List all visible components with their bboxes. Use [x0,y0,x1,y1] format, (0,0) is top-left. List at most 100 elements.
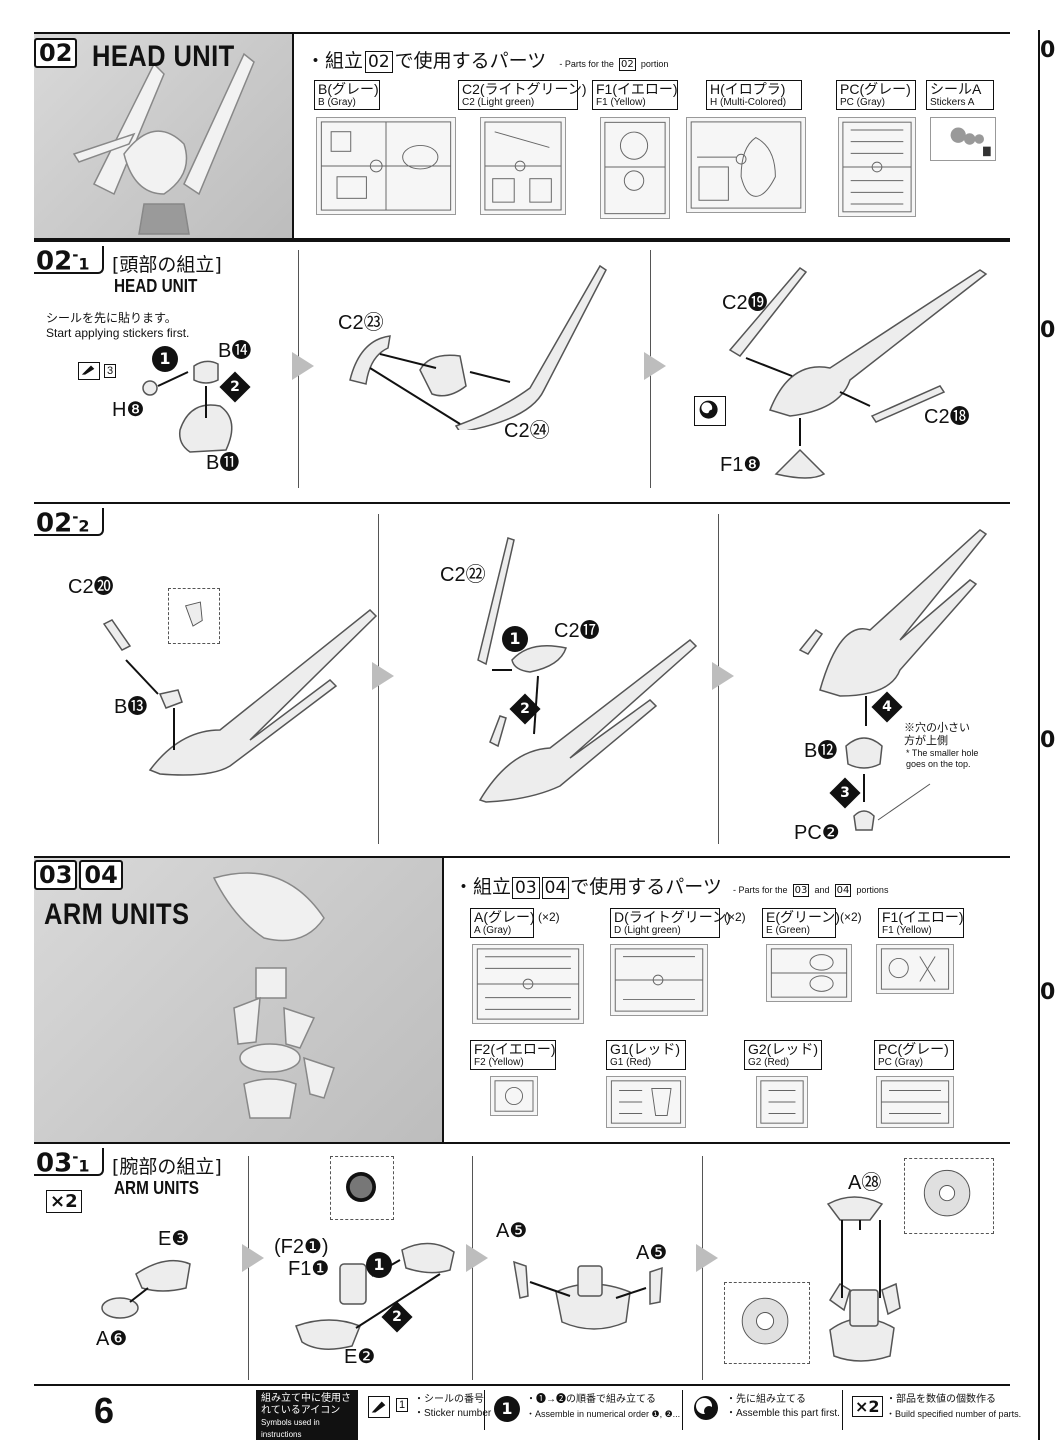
detail-callout-box [330,1156,394,1220]
part-label: (F2❶) [274,1236,329,1258]
part-label: B⓭ [114,696,148,718]
hole-note-en: * The smaller hole goes on the top. [906,748,979,769]
step-03-1-panel4-drawing [826,1196,901,1362]
next-step-arrow [696,1244,718,1272]
next-page-fragment: 0 [1040,38,1056,63]
divider [484,1390,485,1430]
hole-note-jp: ※穴の小さい方が上側 [904,722,970,747]
step-02-badge: 02 [34,38,78,68]
step-02-1-corner [34,246,104,274]
runner-h-image [686,117,806,213]
step-03-1-panel3-drawing [513,1260,663,1330]
multiplier-icon: ×2 [46,1190,82,1213]
arm-units-title: ARM UNITS [44,898,190,931]
next-step-arrow [712,662,734,690]
head-unit-hero-image [34,34,292,238]
runner-b-image [316,117,456,215]
next-step-arrow [292,352,314,380]
runner-label-b: B(グレー)B (Gray) [314,80,380,110]
runner-label-a: A(グレー)A (Gray) [470,908,535,938]
part-label: C2㉓ [338,312,384,334]
order-2-icon: 2 [381,1301,413,1333]
runner-label-c2: C2(ライトグリーン)C2 (Light green) [458,80,587,110]
detail-callout-box [904,1158,994,1234]
sticker-legend-jp: ・シールの番号 [414,1394,484,1405]
step-03-1-title-jp: [腕部の組立] [112,1156,222,1178]
runner-e-multiplier: (×2) [840,910,862,924]
runner-g1-image [606,1076,686,1128]
divider [34,856,1010,858]
step-03-1-number: 03-1 [36,1148,90,1179]
order-legend-jp: ・❶→❷の順番で組み立てる [526,1394,656,1405]
step-02-1-title-en: HEAD UNIT [114,276,198,296]
part-label: F1❽ [720,454,762,476]
part-label: PC❷ [794,822,840,844]
part-label: F1❶ [288,1258,330,1280]
runner-label-d: D(ライトグリーン)D (Light green) [610,908,731,938]
runner-a-image [472,944,584,1024]
part-label: C2⓱ [554,620,600,642]
step-03-1-corner [34,1148,104,1176]
runner-label-g2: G2(レッド)G2 (Red) [744,1040,822,1070]
detail-callout-box [724,1282,810,1364]
runner-label-f1: F1(イエロー)F1 (Yellow) [592,80,678,110]
part-label: E❸ [158,1228,190,1250]
assemble-first-icon [694,396,726,426]
part-label: A❻ [96,1328,128,1350]
runner-pc-image [838,117,916,217]
order-1-icon: 1 [502,626,528,652]
runner-stickers-a-image [930,117,996,161]
next-page-edge [1038,30,1062,1440]
runner-c2-image [480,117,566,215]
part-label: A❺ [496,1220,528,1242]
runner-f2-image [490,1076,538,1116]
runner-d-multiplier: (×2) [724,910,746,924]
runner-label-e: E(グリーン)E (Green) [762,908,840,938]
part-label: C2㉒ [440,564,486,586]
part-label: E❷ [344,1346,376,1368]
step-02-2-panel3-drawing [798,529,988,831]
part-label: A㉘ [848,1172,882,1194]
order-2-icon: 2 [219,371,251,403]
sticker-number: 3 [104,364,117,378]
order-2-icon: 2 [509,693,541,725]
multiplier-legend-en: ・Build specified number of parts. [886,1409,1022,1419]
next-step-arrow [466,1244,488,1272]
multiplier-legend-jp: ・部品を数値の個数作る [886,1394,996,1405]
multiplier-legend-icon: ×2 [852,1396,883,1417]
divider [842,1390,843,1430]
step-03-1-panel2-drawing [295,1242,455,1350]
sticker-legend-icon [368,1396,390,1418]
divider [34,240,1010,242]
next-step-arrow [372,662,394,690]
step-02-2-number: 02-2 [36,508,90,539]
divider [682,1390,683,1430]
step-02-2-panel2-drawing [477,537,698,803]
order-1-icon: 1 [366,1252,392,1278]
step-02-2-corner [34,508,104,536]
order-3-icon: 3 [829,777,861,809]
step-02-1-title-jp: [頭部の組立] [112,254,222,276]
divider [442,858,444,1142]
next-page-fragment: 0 [1040,318,1056,343]
part-label: C2⓴ [68,576,114,598]
runner-f1-image [600,117,670,219]
next-step-arrow [242,1244,264,1272]
divider [34,1384,1010,1386]
assemble-first-legend-en: ・Assemble this part first. [726,1408,840,1419]
sticker-note-jp: シールを先に貼ります。 [46,311,177,325]
runner-d-image [610,944,708,1016]
assemble-first-legend-icon [692,1394,720,1422]
page-number: 6 [94,1390,115,1431]
step-02-1-panel3-drawing [728,267,988,479]
order-4-icon: 4 [871,691,903,723]
step-03-1-title-en: ARM UNITS [114,1178,199,1198]
runner-pc-image [876,1076,954,1128]
order-legend-en: ・Assemble in numerical order ❶, ❷... [526,1409,681,1419]
head-unit-title: HEAD UNIT [92,40,235,73]
runner-a-multiplier: (×2) [538,910,560,924]
detail-callout-box [168,588,220,644]
